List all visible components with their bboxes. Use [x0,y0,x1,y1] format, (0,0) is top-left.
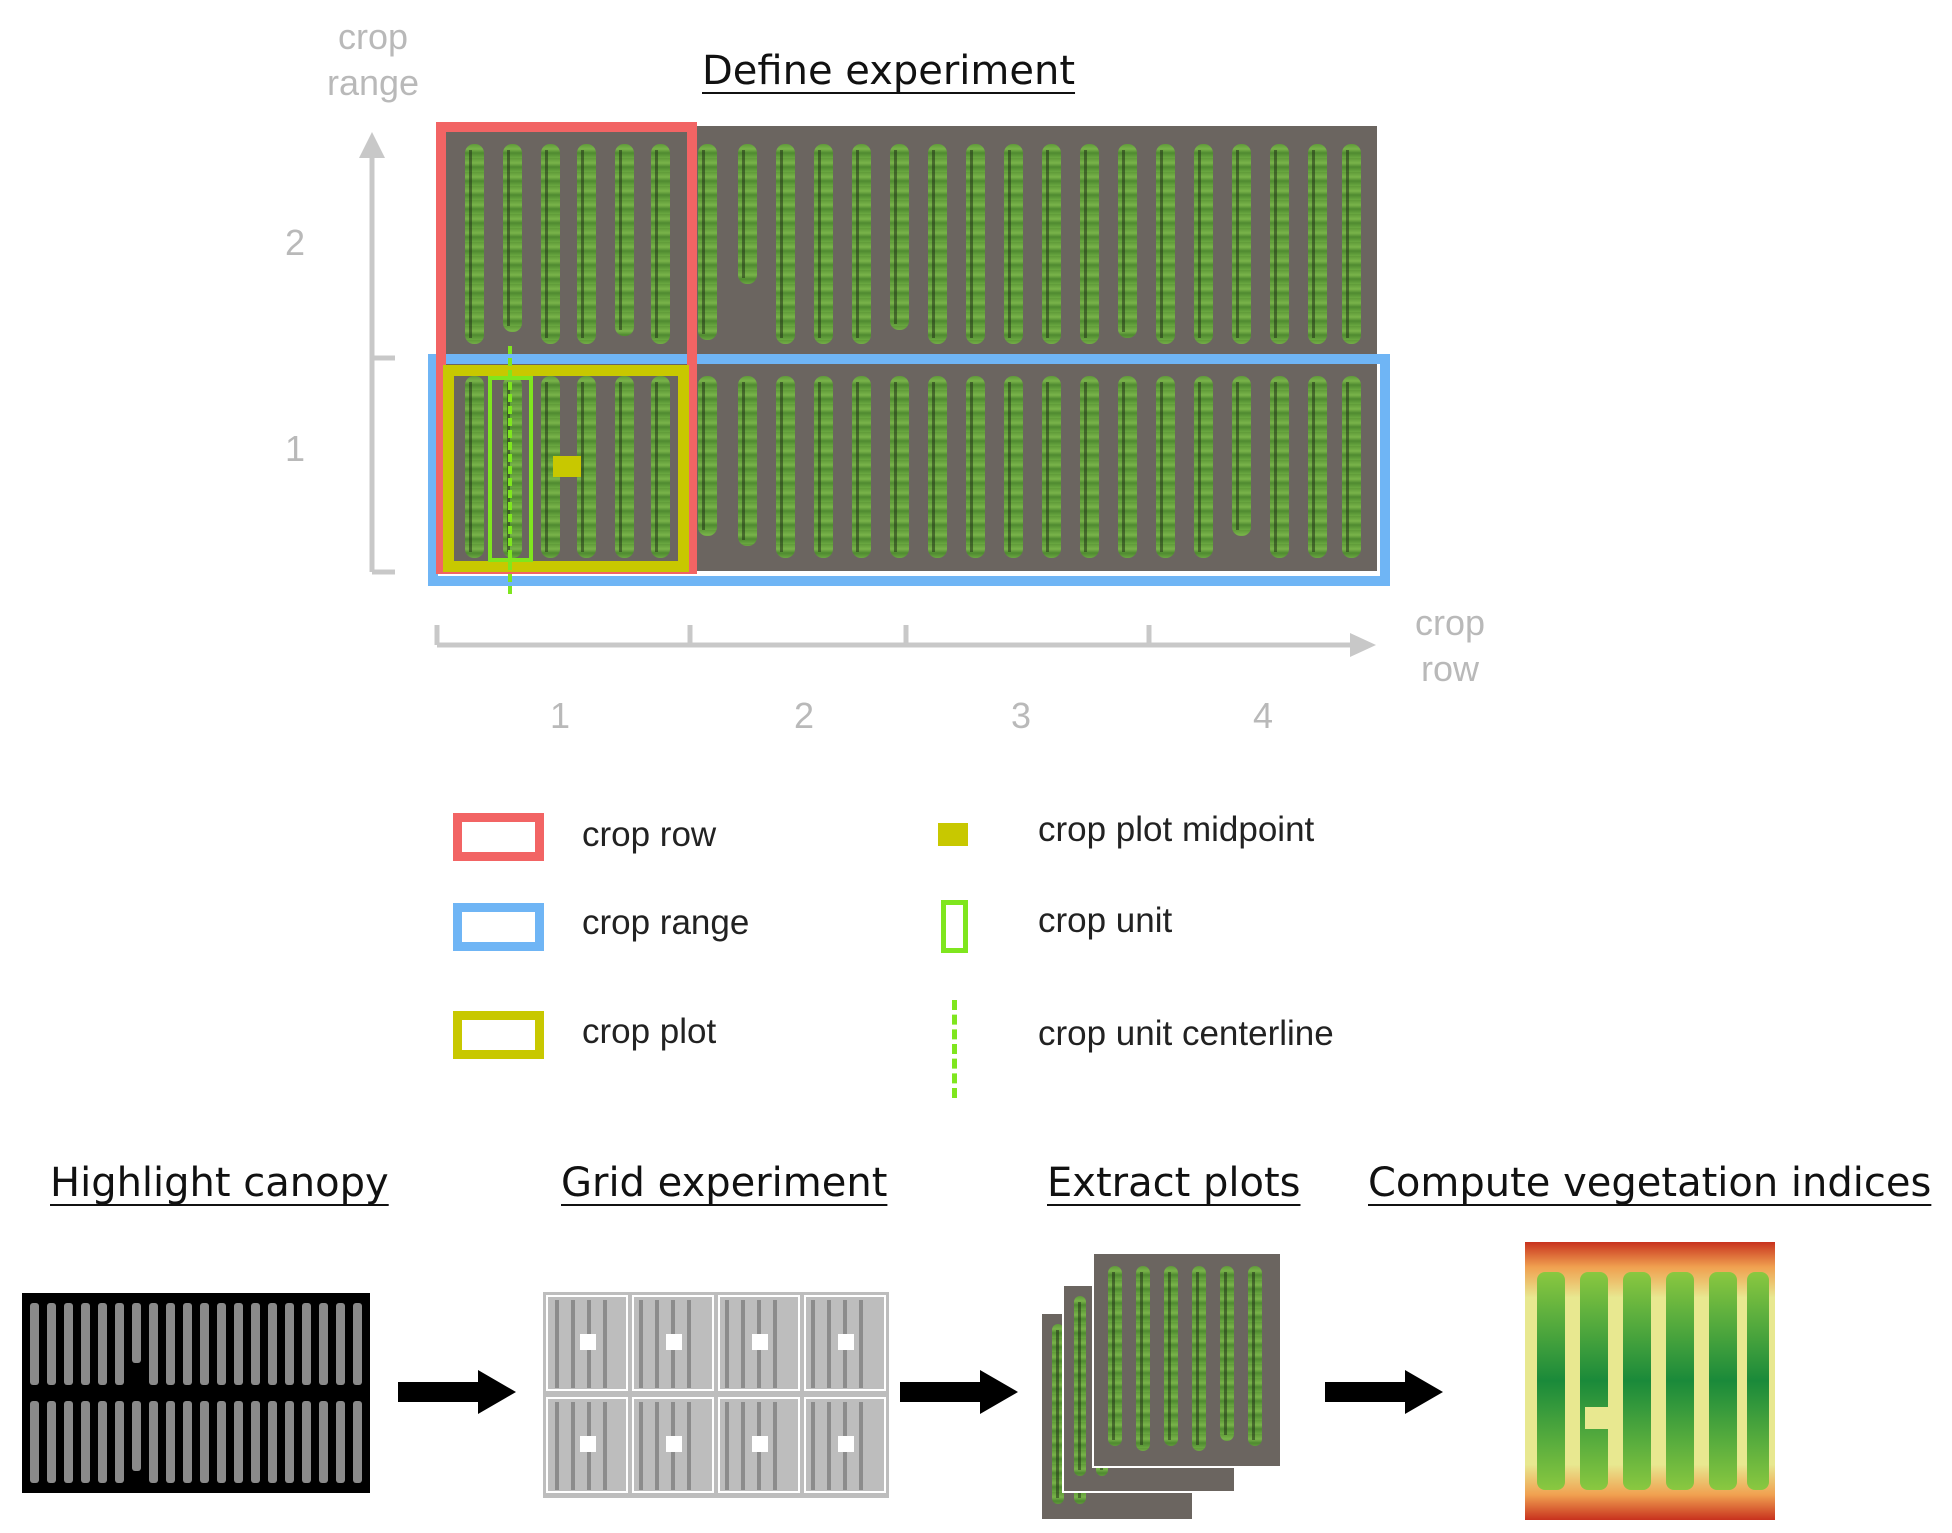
x-tick-4: 4 [1253,695,1274,736]
y-tick-1: 1 [285,428,306,469]
compute-vegetation-indices-title: Compute vegetation indices [1368,1160,1932,1206]
crop-range-axis-label-line1: crop [337,16,409,57]
crop-unit-centerline-overlay [508,346,512,594]
aerial-field-image [440,126,1377,571]
right-arrow-icon [1325,1370,1443,1414]
x-tick-2: 2 [794,695,815,736]
crop-unit-legend-swatch [941,900,968,953]
crop-row-axis-label-line1: crop [1414,602,1486,643]
crop-range-axis-arrowhead-icon [359,132,385,158]
crop-plot-legend-swatch [453,1011,544,1059]
define-experiment-title: Define experiment [702,48,1076,94]
crop-unit-centerline-legend-label: crop unit centerline [1038,1014,1334,1053]
crop-range-axis-label-line2: range [326,62,420,103]
extracted-plot-stack [1040,1252,1282,1521]
crop-plot-midpoint-legend-label: crop plot midpoint [1038,810,1315,849]
crop-range-legend-label: crop range [582,903,750,942]
right-arrow-icon [398,1370,516,1414]
canopy-mask-image [22,1293,370,1493]
crop-unit-legend-label: crop unit [1038,901,1173,940]
right-arrow-icon [900,1370,1018,1414]
vegetation-index-heatmap [1525,1242,1775,1520]
crop-range-legend-swatch [453,903,544,951]
crop-row-axis-label: crop row [1400,600,1500,692]
crop-plot-midpoint-overlay [553,456,581,477]
grid-experiment-image [543,1292,889,1498]
extracted-plot-front [1092,1252,1282,1468]
crop-range-axis-label: crop range [318,14,428,106]
crop-row-axis-arrowhead-icon [1350,633,1376,657]
crop-plot-overlay [443,365,689,572]
axes-graphic [359,132,1376,657]
crop-plot-midpoint-legend-swatch [938,823,968,846]
x-tick-1: 1 [550,695,571,736]
crop-range-overlay [428,354,1390,586]
crop-row-legend-label: crop row [582,815,717,854]
x-tick-3: 3 [1011,695,1032,736]
crop-unit-centerline-legend-swatch [952,1000,957,1098]
highlight-canopy-title: Highlight canopy [50,1160,389,1206]
crop-row-legend-swatch [453,813,544,861]
crop-row-axis-label-line2: row [1420,648,1479,689]
crop-plot-legend-label: crop plot [582,1012,717,1051]
y-tick-2: 2 [285,222,306,263]
extract-plots-title: Extract plots [1047,1160,1301,1206]
grid-experiment-title: Grid experiment [561,1160,888,1206]
